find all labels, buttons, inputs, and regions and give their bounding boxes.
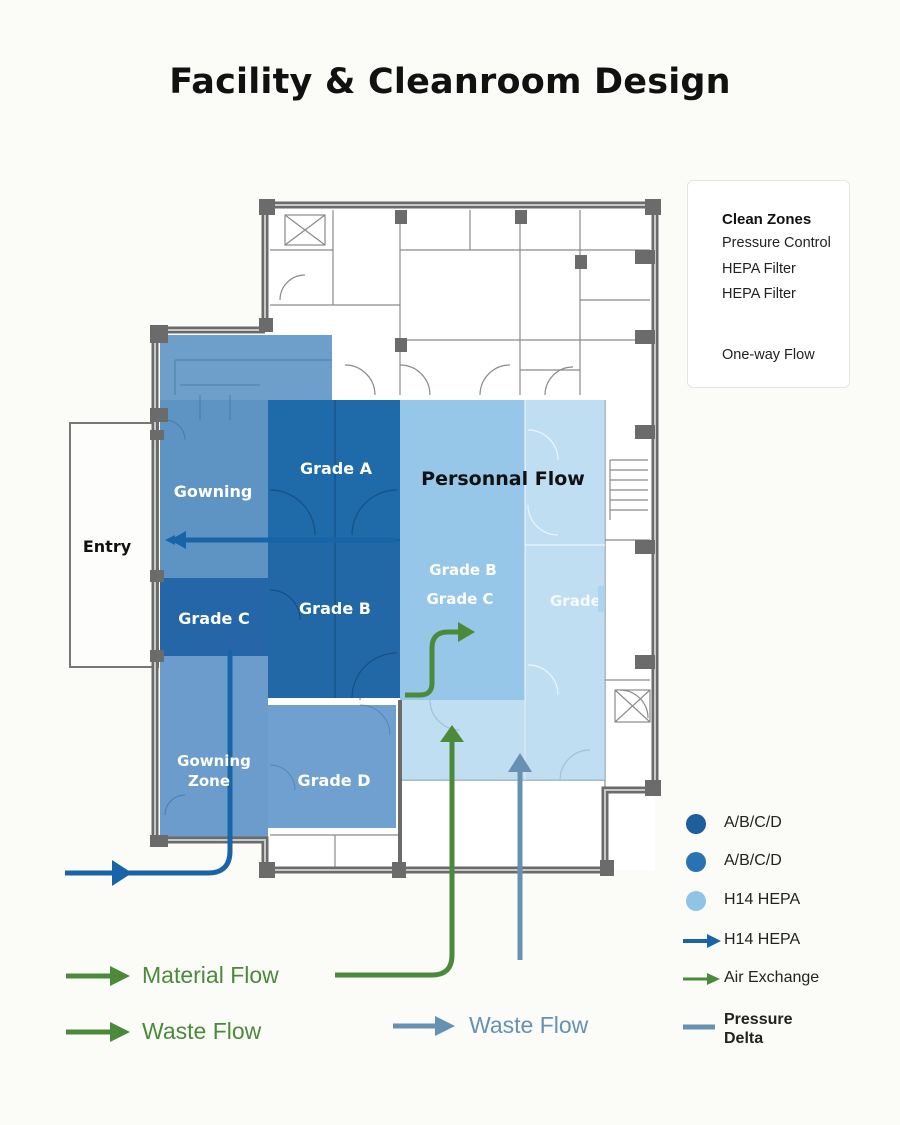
zone-upper-west — [160, 335, 332, 400]
label-crop-mask — [598, 586, 605, 612]
waste-flow-label-green: Waste Flow — [142, 1018, 262, 1044]
room-label-grade-b: Grade B — [299, 599, 371, 618]
material-flow-arrow — [66, 966, 130, 986]
page-title: Facility & Cleanroom Design — [169, 62, 731, 102]
key-label: A/B/C/D — [724, 852, 782, 869]
entry-flow-path — [405, 629, 460, 698]
dark-dot-icon — [686, 814, 706, 834]
personnel-flow-path — [65, 535, 397, 876]
green-arrow-icon — [458, 622, 475, 642]
legend-item: HEPA Filter — [722, 261, 796, 277]
zone-grade-c — [160, 578, 268, 656]
blue-arrow-icon — [683, 934, 721, 948]
legend-item: Pressure Control — [722, 235, 831, 251]
room-label-grade-b-mid: Grade B — [429, 561, 496, 579]
clean-zones-legend: Clean Zones Pressure Control HEPA Filter… — [687, 180, 850, 388]
zone-gowning — [160, 400, 268, 578]
stair-shaft-top — [284, 214, 326, 246]
legend-item: HEPA Filter — [722, 286, 796, 302]
blue-arrow-icon — [170, 531, 186, 549]
zone-gowning-lower — [160, 656, 268, 841]
room-label-grade-a: Grade A — [300, 459, 373, 478]
steel-arrow-icon — [508, 753, 532, 772]
light-dot-icon — [686, 891, 706, 911]
steel-line-icon — [683, 1024, 715, 1030]
key-label: H14 HEPA — [724, 931, 801, 948]
structural-columns — [150, 199, 661, 878]
waste-flow-arrow-steel — [393, 1016, 455, 1036]
green-arrow-icon — [683, 973, 720, 985]
room-label-gowning-zone-2: Zone — [188, 772, 230, 790]
room-label-gowning-zone-1: Gowning — [177, 752, 251, 770]
legend-item: One-way Flow — [722, 347, 815, 363]
key-label: A/B/C/D — [724, 814, 782, 831]
key-label: Air Exchange — [724, 969, 820, 986]
zone-grade-b — [268, 540, 400, 698]
blue-arrow-icon — [112, 860, 132, 886]
room-label-grade-d: Grade D — [298, 771, 371, 790]
material-flow-path — [335, 740, 455, 978]
personnel-flow-label: Personnal Flow — [421, 468, 585, 490]
room-label-grade-c: Grade C — [178, 609, 249, 628]
key-label: Pressure Delta — [724, 1011, 793, 1047]
green-arrow-icon — [440, 725, 464, 742]
stairs-right — [609, 459, 648, 520]
material-flow-label: Material Flow — [142, 962, 279, 988]
legend-heading: Clean Zones — [722, 211, 812, 228]
stair-shaft-right — [614, 689, 651, 723]
key-label: H14 HEPA — [724, 891, 801, 908]
zone-personnel-flow — [400, 400, 525, 700]
room-label-entry: Entry — [83, 537, 132, 556]
room-label-grade-right: Grade C — [550, 592, 617, 610]
waste-flow-arrow-green — [66, 1022, 130, 1042]
zone-grade-d — [268, 705, 396, 828]
medium-dot-icon — [686, 852, 706, 872]
room-label-gowning: Gowning — [174, 482, 253, 501]
room-label-grade-c-mid: Grade C — [427, 590, 494, 608]
waste-flow-label-steel: Waste Flow — [469, 1012, 589, 1038]
zone-grade-a — [268, 400, 400, 540]
